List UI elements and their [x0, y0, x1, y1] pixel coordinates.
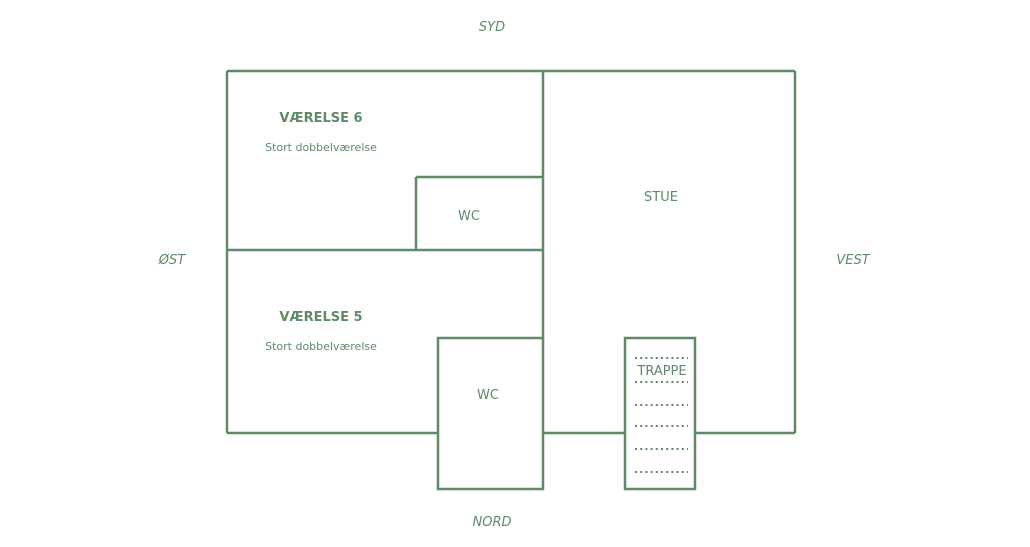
room6-title: VÆRELSE 6 — [279, 111, 362, 126]
direction-top-label: SYD — [479, 20, 505, 35]
direction-bottom-label: NORD — [473, 515, 512, 530]
direction-right-label: VEST — [836, 253, 870, 268]
living-room-label: STUE — [644, 190, 678, 205]
room6-subtitle: Stort dobbelværelse — [265, 141, 377, 154]
stairs-label: TRAPPE — [636, 364, 686, 379]
direction-left-label: ØST — [158, 253, 186, 268]
room5-subtitle: Stort dobbelværelse — [265, 340, 377, 353]
wc-lower-box — [436, 336, 545, 491]
stairs-box — [623, 336, 697, 491]
room5-title: VÆRELSE 5 — [279, 310, 362, 325]
stair-treads — [635, 357, 688, 473]
wc-lower-label: WC — [477, 388, 499, 403]
wc-upper-label: WC — [458, 209, 480, 224]
walls — [225, 69, 797, 491]
